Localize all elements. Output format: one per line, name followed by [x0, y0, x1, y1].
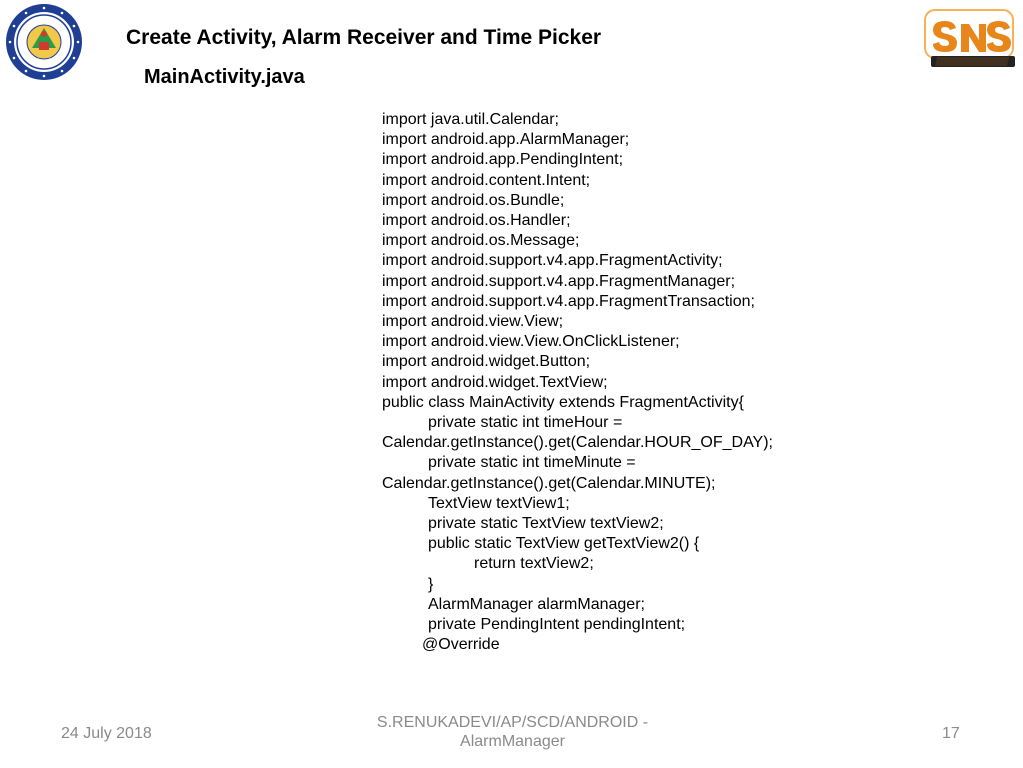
code-line: private static int timeMinute = — [428, 454, 636, 472]
code-line: } — [428, 575, 434, 593]
code-line: import android.view.View; — [382, 313, 564, 331]
code-line: import android.widget.Button; — [382, 353, 591, 371]
code-line: public static TextView getTextView2() { — [428, 535, 700, 553]
code-line: private static int timeHour = — [428, 414, 623, 432]
college-seal-logo-icon — [6, 4, 82, 80]
code-line: import android.os.Bundle; — [382, 191, 565, 209]
code-line: Calendar.getInstance().get(Calendar.HOUR… — [382, 434, 773, 452]
code-line: import java.util.Calendar; — [382, 111, 559, 128]
code-line: import android.app.AlarmManager; — [382, 131, 630, 149]
code-line: import android.support.v4.app.FragmentMa… — [382, 272, 736, 290]
footer-author-line1: S.RENUKADEVI/AP/SCD/ANDROID - — [376, 714, 649, 731]
code-line: Calendar.getInstance().get(Calendar.MINU… — [382, 474, 716, 492]
code-line: import android.os.Handler; — [382, 212, 571, 230]
footer-date: 24 July 2018 — [61, 725, 152, 742]
footer-author-line2: AlarmManager — [460, 733, 565, 750]
code-line: import android.view.View.OnClickListener… — [382, 333, 680, 351]
slide-title: Create Activity, Alarm Receiver and Time… — [126, 26, 602, 49]
code-line: AlarmManager alarmManager; — [428, 595, 645, 613]
code-line: private static TextView textView2; — [428, 515, 664, 533]
code-line: TextView textView1; — [428, 494, 570, 512]
code-listing: import java.util.Calendar; import androi… — [382, 110, 773, 655]
code-line: import android.widget.TextView; — [382, 373, 608, 391]
code-line: import android.content.Intent; — [382, 171, 591, 189]
sns-institutions-logo-icon — [924, 9, 1015, 67]
footer-author: S.RENUKADEVI/AP/SCD/ANDROID - AlarmManag… — [340, 713, 685, 751]
code-line: public class MainActivity extends Fragme… — [382, 393, 744, 411]
code-line: private PendingIntent pendingIntent; — [428, 616, 686, 634]
code-line: @Override — [422, 636, 500, 654]
page-number: 17 — [942, 725, 960, 742]
code-line: import android.app.PendingIntent; — [382, 151, 624, 169]
code-line: import android.support.v4.app.FragmentTr… — [382, 292, 755, 310]
code-line: import android.support.v4.app.FragmentAc… — [382, 252, 723, 270]
code-line: return textView2; — [474, 555, 594, 573]
code-line: import android.os.Message; — [382, 232, 580, 250]
slide-subtitle: MainActivity.java — [144, 66, 305, 88]
